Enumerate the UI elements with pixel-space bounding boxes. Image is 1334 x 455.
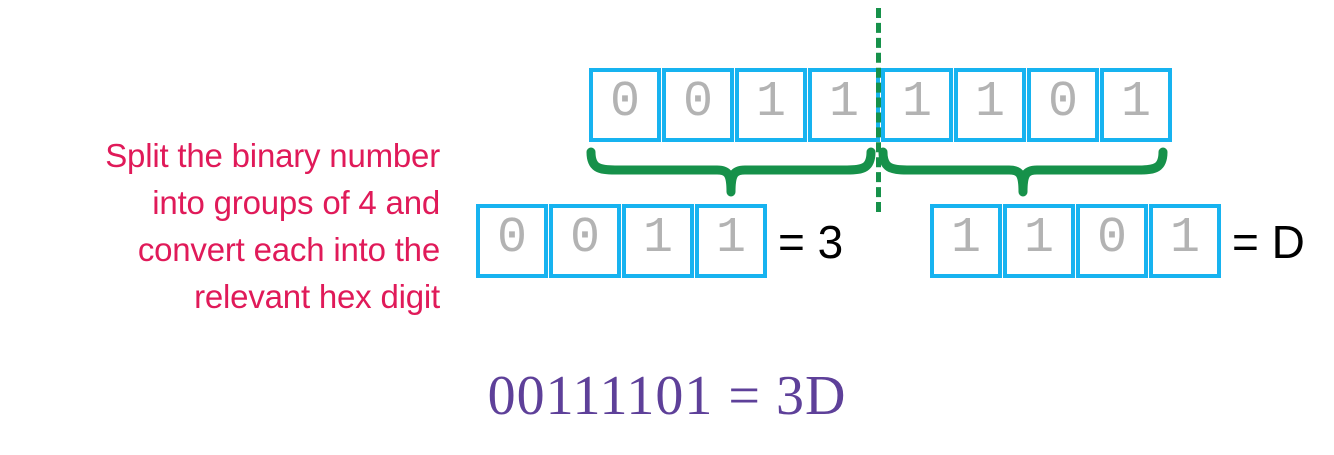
low-nibble-bit-2: 0 (1076, 204, 1148, 278)
instruction-line-3: convert each into the (137, 231, 440, 268)
bit-cell-4: 1 (881, 68, 953, 142)
high-nibble-bit-1: 0 (549, 204, 621, 278)
bit-cell-2: 1 (735, 68, 807, 142)
left-group-brace (586, 147, 876, 197)
final-answer: 00111101 = 3D (487, 365, 847, 427)
instruction-line-2: into groups of 4 and (152, 184, 440, 221)
high-nibble-bit-3: 1 (695, 204, 767, 278)
high-nibble-result: = 3 (778, 216, 844, 268)
bit-cell-1: 0 (662, 68, 734, 142)
low-nibble-bit-0: 1 (930, 204, 1002, 278)
bit-cell-7: 1 (1100, 68, 1172, 142)
bit-cell-6: 0 (1027, 68, 1099, 142)
instruction-text: Split the binary number into groups of 4… (0, 132, 440, 320)
right-group-brace (878, 147, 1168, 197)
low-nibble-bit-1: 1 (1003, 204, 1075, 278)
bit-cell-3: 1 (808, 68, 880, 142)
group-split-dashed-line (876, 8, 881, 212)
instruction-line-1: Split the binary number (105, 137, 440, 174)
bit-cell-0: 0 (589, 68, 661, 142)
low-nibble-result: = D (1232, 216, 1305, 268)
high-nibble-bit-0: 0 (476, 204, 548, 278)
high-nibble-bit-2: 1 (622, 204, 694, 278)
bit-cell-5: 1 (954, 68, 1026, 142)
low-nibble-bit-3: 1 (1149, 204, 1221, 278)
instruction-line-4: relevant hex digit (194, 278, 440, 315)
